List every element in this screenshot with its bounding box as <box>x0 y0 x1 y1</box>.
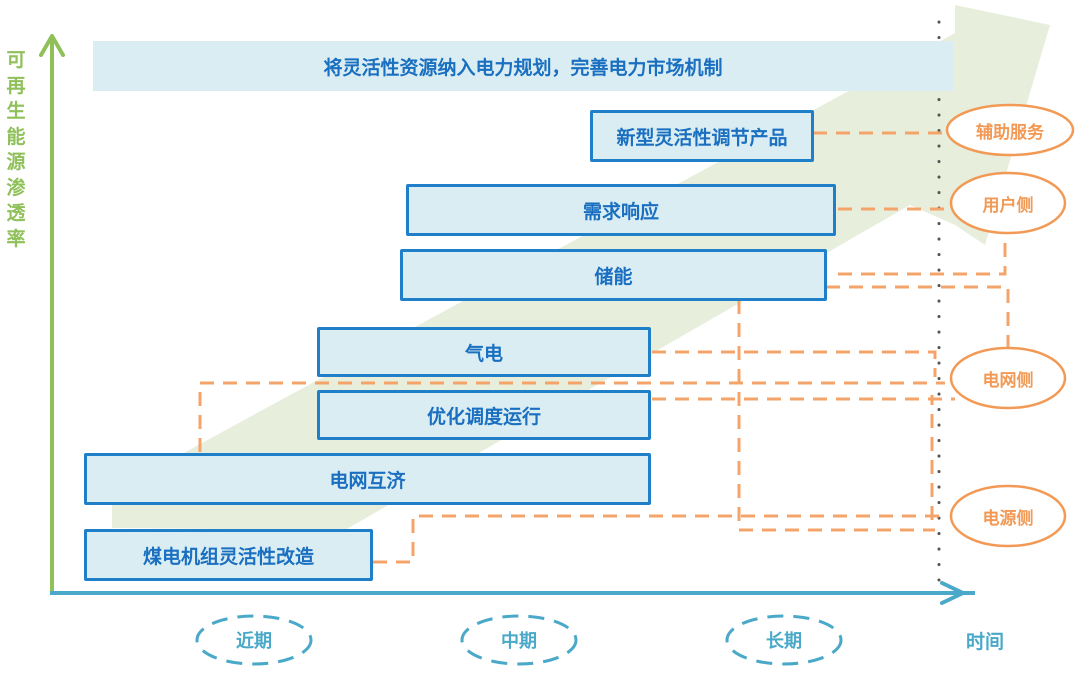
policy-banner: 将灵活性资源纳入电力规划，完善电力市场机制 <box>93 41 953 91</box>
period-mid: 中期 <box>501 631 537 652</box>
period-oval-mid <box>460 614 578 666</box>
x-axis-label: 时间 <box>965 630 1004 653</box>
category-source-side: 电源侧 <box>982 508 1034 529</box>
connector-storage-user <box>838 233 1007 276</box>
connector-storage-source <box>737 300 935 532</box>
measure-demand-response: 需求响应 <box>406 184 836 236</box>
y-axis-label: 可再生能源渗透率 <box>6 49 26 250</box>
category-ancillary: 辅助服务 <box>976 122 1044 143</box>
connector-lines <box>198 131 1010 564</box>
measure-new-products: 新型灵活性调节产品 <box>590 110 814 162</box>
oval-grid-side <box>949 346 1067 410</box>
connector-gas-grid <box>652 350 937 377</box>
connector-grid-interconnection-grid <box>198 381 945 452</box>
measure-storage: 储能 <box>400 249 827 301</box>
measure-optimized-dispatch: 优化调度运行 <box>317 390 651 440</box>
period-oval-near <box>195 614 313 666</box>
x-axis-arrowhead <box>940 581 965 605</box>
oval-ancillary <box>945 103 1075 157</box>
oval-user-side <box>949 171 1067 235</box>
connector-storage-grid <box>826 285 1010 348</box>
connector-coal-source <box>373 514 945 564</box>
measure-coal-retrofit: 煤电机组灵活性改造 <box>84 529 373 581</box>
period-long: 长期 <box>766 631 802 652</box>
measure-gas-power: 气电 <box>317 327 651 377</box>
category-user-side: 用户侧 <box>982 195 1034 216</box>
y-axis-arrowhead <box>39 34 65 57</box>
period-oval-long <box>725 614 843 666</box>
period-near: 近期 <box>236 631 272 652</box>
oval-source-side <box>949 484 1067 548</box>
measure-grid-interconnection: 电网互济 <box>84 453 651 505</box>
category-grid-side: 电网侧 <box>982 370 1034 391</box>
